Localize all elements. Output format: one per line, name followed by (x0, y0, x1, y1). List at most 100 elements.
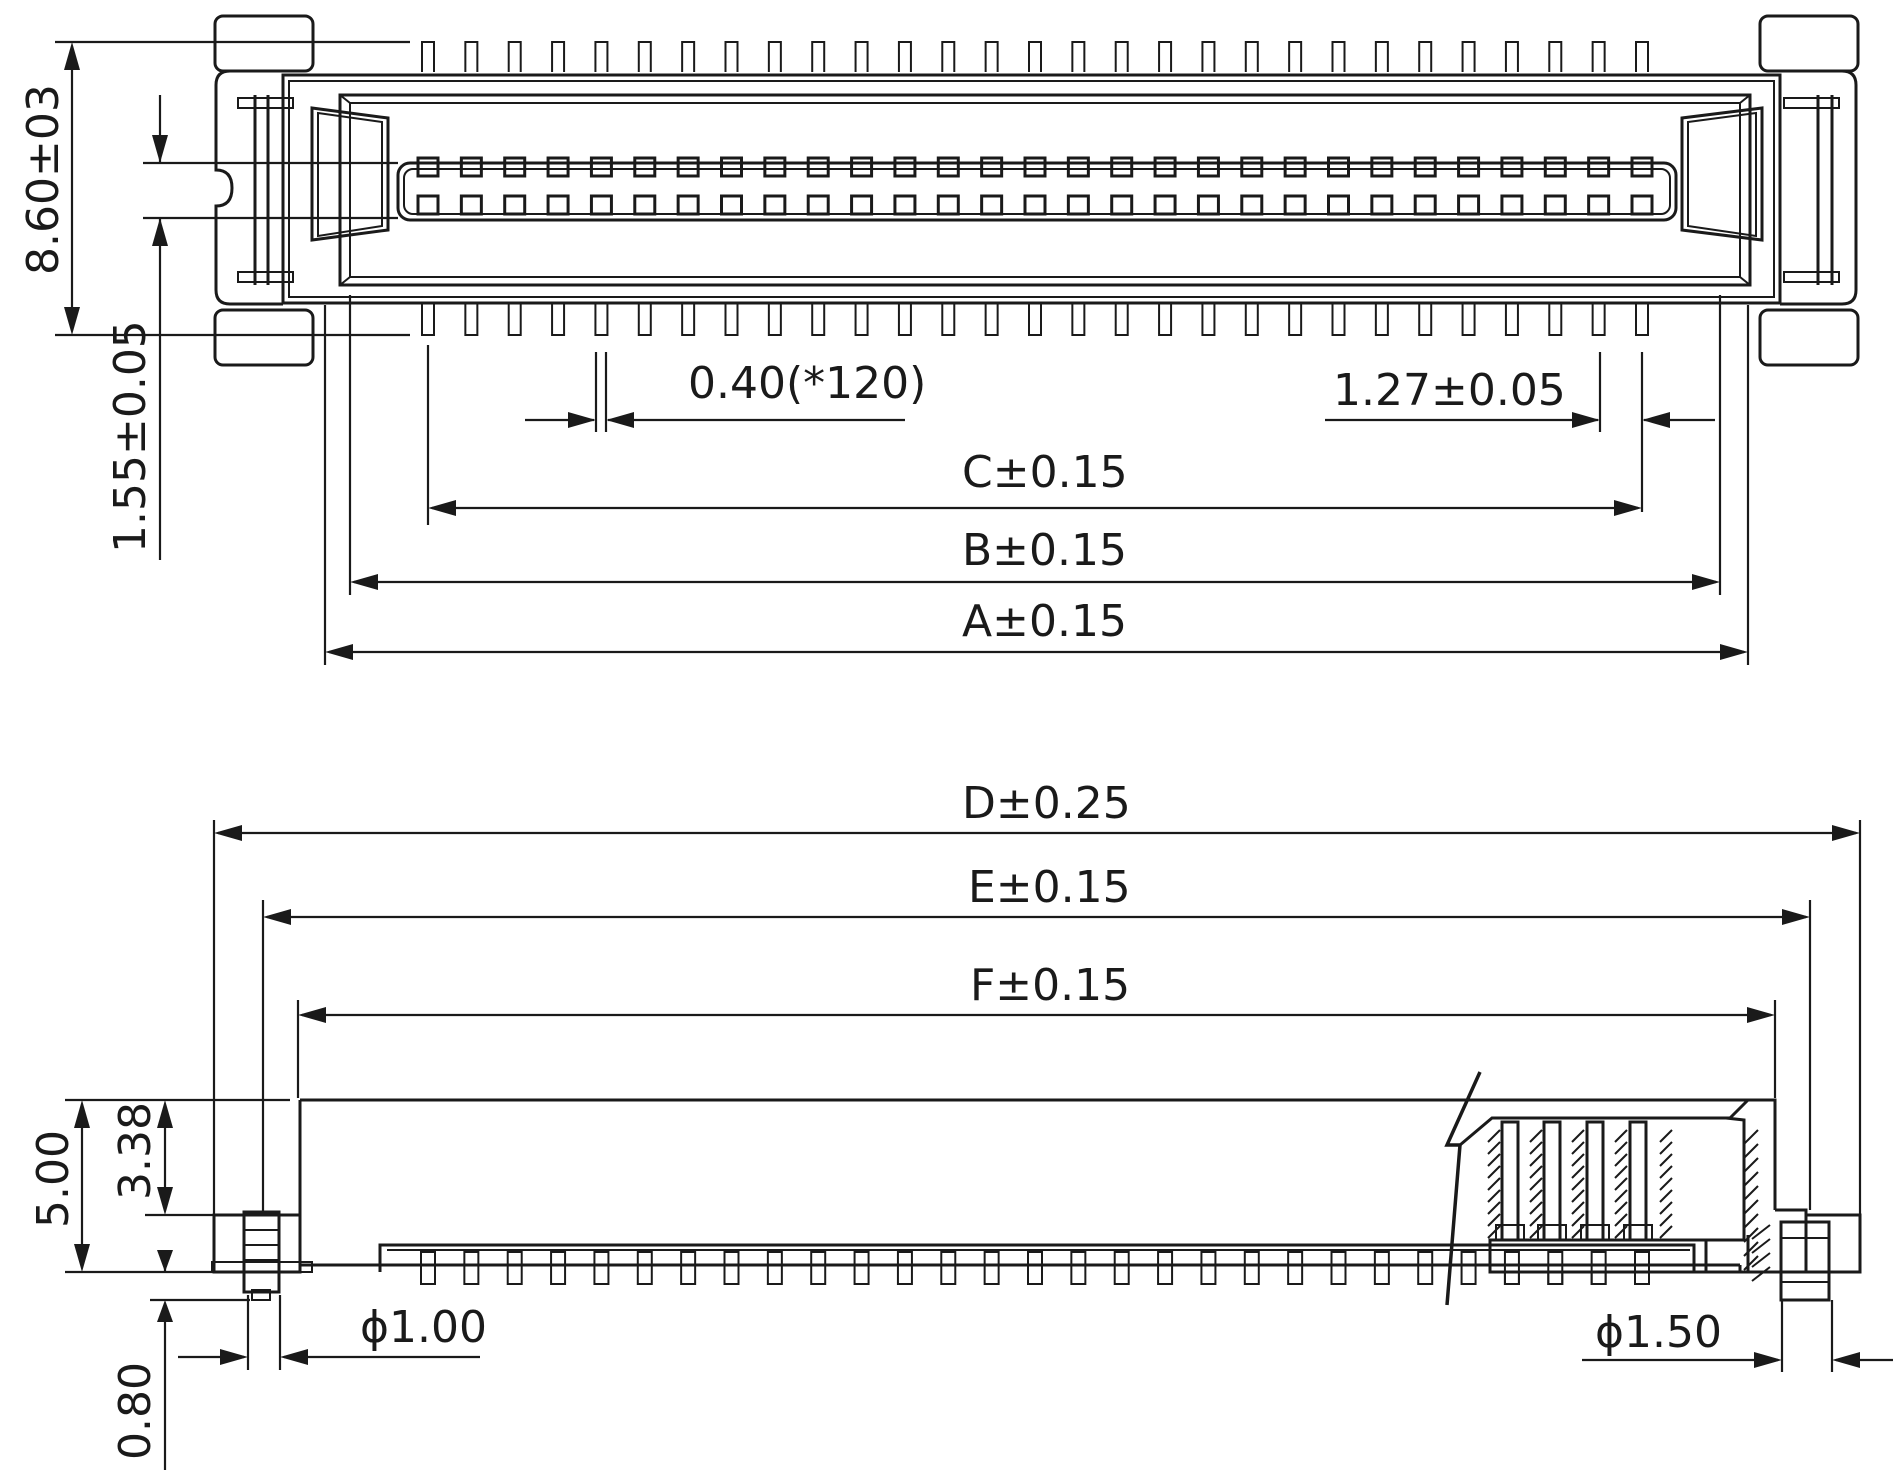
dim-338-label: 3.38 (110, 1102, 161, 1200)
lead-bottom (1548, 303, 1563, 336)
lead-bottom (421, 303, 435, 336)
contact-pad-upper (1110, 156, 1134, 178)
contact-pad-upper (1023, 156, 1047, 178)
dim-c-label: C±0.15 (962, 447, 1128, 498)
side-lead (853, 1251, 870, 1285)
contact-pad-upper (1240, 156, 1264, 178)
dim-b-label: B±0.15 (962, 525, 1127, 576)
left-post (212, 1213, 302, 1274)
lead-bottom (1288, 303, 1303, 336)
lead-top (1288, 41, 1303, 72)
contact-pad-upper (1370, 156, 1394, 178)
lead-top (1158, 41, 1173, 72)
hatch-line (1487, 1153, 1501, 1167)
side-lead (1460, 1251, 1477, 1285)
hatch-line (1614, 1225, 1628, 1239)
section-contact (1542, 1120, 1562, 1242)
lead-bottom (1331, 303, 1346, 336)
hatch-line (1659, 1129, 1673, 1143)
hatch-line (1529, 1225, 1543, 1239)
hatch-line (1659, 1225, 1673, 1239)
lead-bottom (1158, 303, 1173, 336)
hatch-line (1614, 1165, 1628, 1179)
hatch-line (1487, 1225, 1501, 1239)
dim-155-label: 1.55±0.05 (105, 320, 156, 553)
side-lead (766, 1251, 783, 1285)
lead-bottom (1201, 303, 1216, 336)
dimensions: 8.60±03 1.55±0.05 0.40(*120) 1.27±0.05 C… (18, 40, 1893, 1470)
wall-hatch (1743, 1227, 1759, 1243)
side-lead (506, 1251, 523, 1285)
contact-pad-upper (459, 156, 483, 178)
contact-pad-lower (1500, 194, 1524, 216)
contact-pad-lower (1370, 194, 1394, 216)
side-lead (1373, 1251, 1390, 1285)
contact-pad-upper (893, 156, 917, 178)
hatch-line (1614, 1213, 1628, 1227)
contact-pad-lower (546, 194, 570, 216)
hatch-line (1487, 1189, 1501, 1203)
wall-hatch (1743, 1143, 1759, 1159)
side-lead (1330, 1251, 1347, 1285)
wall-hatch (1751, 1266, 1771, 1282)
contact-pad-lower (1283, 194, 1307, 216)
wall-hatch (1743, 1171, 1759, 1187)
hatch-line (1571, 1225, 1585, 1239)
contact-pad-upper (1153, 156, 1177, 178)
left-peg (242, 1210, 281, 1294)
side-lead (420, 1251, 436, 1285)
hatch-line (1571, 1165, 1585, 1179)
contact-pad-upper (980, 156, 1004, 178)
contact-pad-lower (1457, 194, 1481, 216)
side-lead (550, 1251, 567, 1285)
hatch-line (1659, 1165, 1673, 1179)
contact-pad-upper (1327, 156, 1350, 178)
hatch-line (1571, 1189, 1585, 1203)
hatch-line (1659, 1189, 1673, 1203)
side-lead (940, 1251, 957, 1285)
right-post (1804, 1213, 1862, 1274)
wall-hatch (1743, 1129, 1759, 1145)
hatch-line (1487, 1177, 1501, 1191)
right-peg (1779, 1220, 1831, 1302)
lead-top (724, 41, 739, 72)
lead-top (941, 41, 956, 72)
wall-hatch (1743, 1255, 1759, 1271)
lead-bottom (724, 303, 739, 336)
hatch-line (1529, 1177, 1543, 1191)
side-lead (1590, 1251, 1607, 1285)
side-lead (1417, 1251, 1434, 1285)
hatch-line (1571, 1141, 1585, 1155)
housing-cavity (338, 93, 1752, 287)
section-top (1459, 1098, 1750, 1147)
lead-bottom (1071, 303, 1086, 336)
contact-pad-lower (1066, 194, 1090, 216)
side-lead (1113, 1251, 1130, 1285)
hatch-line (1614, 1201, 1628, 1215)
lead-top (1331, 41, 1346, 72)
lead-top (594, 41, 609, 72)
hatch-line (1487, 1141, 1501, 1155)
lead-bottom (594, 303, 609, 336)
hatch-line (1571, 1129, 1585, 1143)
side-lead (1547, 1251, 1564, 1285)
dim-phi100-label: ϕ1.00 (360, 1302, 487, 1353)
hatch-line (1659, 1201, 1673, 1215)
hatch-line (1529, 1141, 1543, 1155)
lead-bottom (1028, 303, 1042, 336)
contact-pad-lower (1587, 194, 1611, 216)
hatch-line (1614, 1153, 1628, 1167)
hatch-line (1529, 1213, 1543, 1227)
section-contacts (1495, 1120, 1653, 1242)
lead-bottom (767, 303, 782, 336)
top-view (213, 14, 1860, 367)
hatch-line (1529, 1165, 1543, 1179)
dim-500-label: 5.00 (28, 1130, 79, 1228)
lead-bottom (507, 303, 522, 336)
lead-top (551, 41, 566, 72)
lead-bottom (1418, 303, 1433, 336)
lead-top (1071, 41, 1086, 72)
contact-rail (396, 161, 1678, 222)
side-lead (463, 1251, 480, 1285)
